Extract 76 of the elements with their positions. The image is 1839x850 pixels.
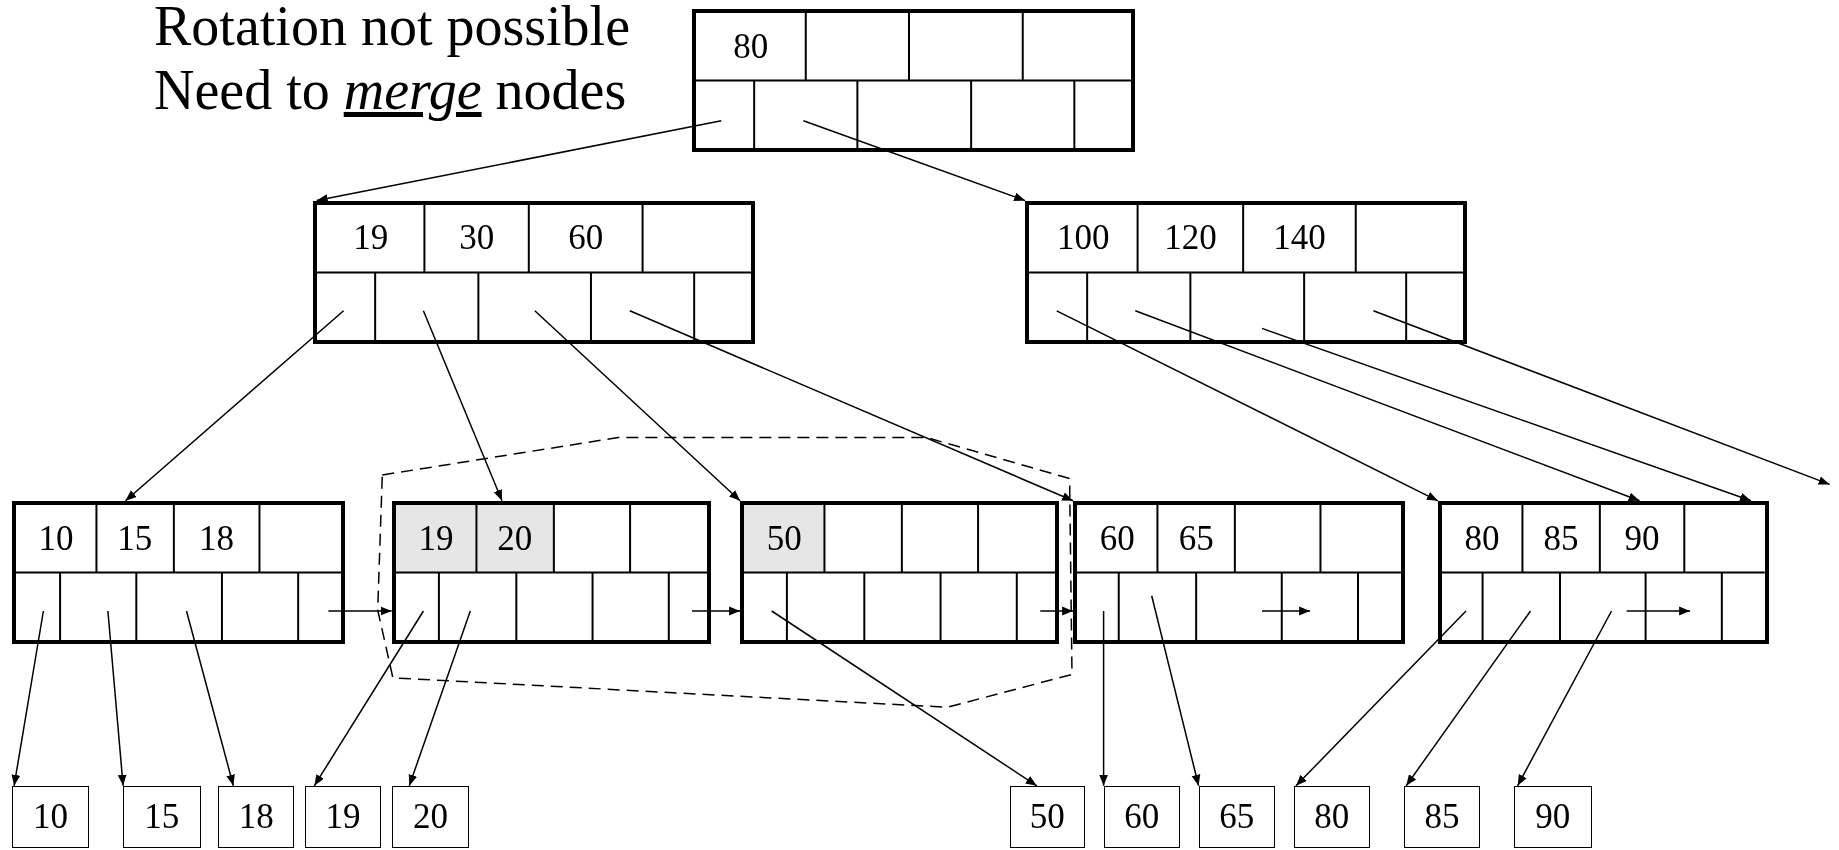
key-value: 30 xyxy=(459,218,495,259)
data-record-box xyxy=(1403,785,1481,848)
arrow xyxy=(185,610,235,787)
arrow xyxy=(1516,610,1613,787)
arrow xyxy=(1261,606,1311,616)
key-value: 15 xyxy=(117,518,153,559)
tree-node xyxy=(740,500,1060,644)
arrow xyxy=(691,606,741,616)
arrow xyxy=(629,310,1074,502)
data-record-box xyxy=(1103,785,1180,848)
key-value: 60 xyxy=(1099,518,1135,559)
key-value: 19 xyxy=(418,518,454,559)
arrow xyxy=(1099,610,1108,787)
key-value: 90 xyxy=(1624,518,1660,559)
key-value: 20 xyxy=(497,518,533,559)
arrow xyxy=(327,606,393,616)
key-value: 20 xyxy=(412,796,448,837)
arrow xyxy=(1134,310,1641,502)
arrow xyxy=(1055,310,1439,502)
data-record-box xyxy=(1514,785,1592,848)
key-value: 18 xyxy=(198,518,234,559)
arrow xyxy=(1625,606,1691,616)
arrow xyxy=(1039,606,1074,616)
key-value: 60 xyxy=(568,218,604,259)
key-value: 10 xyxy=(38,518,74,559)
key-value: 65 xyxy=(1219,796,1255,837)
key-value: 50 xyxy=(766,518,802,559)
arrow xyxy=(1295,610,1467,787)
data-record-box xyxy=(304,785,382,848)
data-record-box xyxy=(1198,785,1275,848)
arrow xyxy=(422,310,503,502)
arrow xyxy=(124,310,345,502)
arrow xyxy=(408,610,472,787)
arrow xyxy=(802,120,1026,202)
data-record-box xyxy=(11,785,90,848)
data-record-box xyxy=(218,785,295,848)
key-value: 19 xyxy=(353,218,389,259)
arrow xyxy=(1261,327,1752,502)
key-value: 15 xyxy=(144,796,180,837)
arrow xyxy=(11,610,45,787)
arrow xyxy=(313,610,425,787)
arrow xyxy=(1405,610,1532,787)
key-value: 80 xyxy=(1464,518,1500,559)
data-record-box xyxy=(391,785,470,848)
tree-node xyxy=(313,200,756,344)
data-record-box xyxy=(1293,785,1370,848)
tree-node xyxy=(11,500,345,644)
key-value: 85 xyxy=(1424,796,1460,837)
tree-node xyxy=(1025,200,1468,344)
arrow xyxy=(1372,310,1831,486)
key-value: 19 xyxy=(325,796,361,837)
key-value: 140 xyxy=(1273,218,1326,259)
tree-node xyxy=(1073,500,1406,644)
note-text: Need to merge nodes xyxy=(154,58,627,122)
arrow xyxy=(770,610,1038,787)
data-record-box xyxy=(1009,785,1085,848)
key-value: 80 xyxy=(1314,796,1350,837)
key-value: 60 xyxy=(1124,796,1160,837)
note-text: Rotation not possible xyxy=(154,0,630,58)
tree-node xyxy=(391,500,711,644)
key-value: 10 xyxy=(32,796,68,837)
arrow xyxy=(107,610,127,787)
key-value: 90 xyxy=(1535,796,1571,837)
key-value: 18 xyxy=(238,796,274,837)
arrow xyxy=(315,120,723,203)
key-value: 100 xyxy=(1057,218,1110,259)
key-value: 85 xyxy=(1543,518,1579,559)
tree-node xyxy=(1437,500,1769,644)
key-value: 65 xyxy=(1178,518,1214,559)
arrow xyxy=(534,310,741,502)
data-record-box xyxy=(123,785,201,848)
key-value: 120 xyxy=(1164,218,1217,259)
tree-node xyxy=(691,9,1136,153)
arrow xyxy=(1150,595,1201,787)
key-value: 80 xyxy=(733,27,769,68)
key-value: 50 xyxy=(1029,796,1065,837)
